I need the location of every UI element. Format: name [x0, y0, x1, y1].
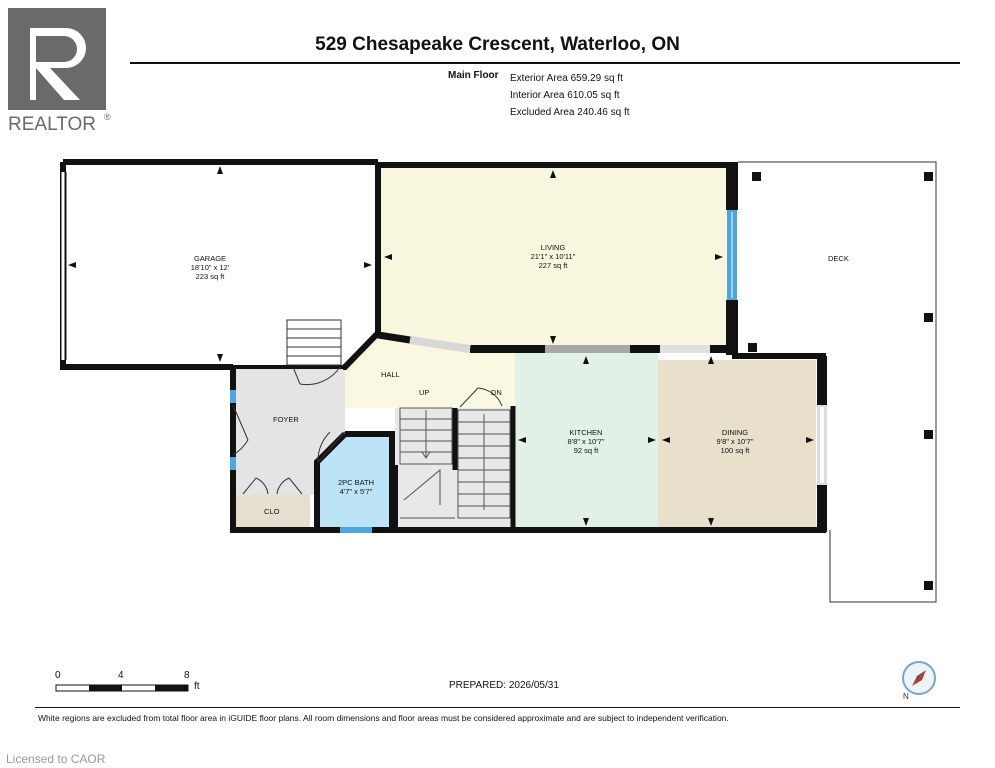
room-closet: CLO: [264, 507, 280, 516]
license-watermark: Licensed to CAOR: [6, 752, 106, 766]
room-living: LIVING 21'1" x 10'11" 227 sq ft: [493, 243, 613, 270]
room-name: 2PC BATH: [337, 478, 375, 487]
deck-post: [924, 313, 933, 322]
room-dining: DINING 9'8" x 10'7" 100 sq ft: [675, 428, 795, 455]
deck-post: [924, 172, 933, 181]
title-divider: [130, 62, 960, 64]
registered-mark: ®: [104, 112, 111, 122]
scale-bar: [55, 684, 189, 692]
room-name: KITCHEN: [569, 428, 603, 437]
compass-north-label: N: [903, 692, 909, 700]
page-title: 529 Chesapeake Crescent, Waterloo, ON: [315, 34, 680, 55]
room-bath: 2PC BATH 4'7" x 5'7": [296, 478, 416, 496]
room-area: 227 sq ft: [538, 261, 568, 270]
deck-post: [752, 172, 761, 181]
interior-area: Interior Area 610.05 sq ft: [510, 90, 620, 101]
excluded-area: Excluded Area 240.46 sq ft: [510, 107, 630, 118]
scale-tick-4: 4: [118, 670, 124, 681]
compass-icon: N: [902, 661, 936, 700]
footer-divider: [35, 707, 960, 708]
room-dimensions: 21'1" x 10'11": [530, 252, 576, 261]
room-kitchen: KITCHEN 8'8" x 10'7" 92 sq ft: [526, 428, 646, 455]
room-foyer: FOYER: [273, 415, 299, 424]
room-dimensions: 8'8" x 10'7": [567, 437, 605, 446]
deck-outline: [738, 161, 937, 603]
scale-unit: ft: [194, 681, 200, 692]
exterior-area: Exterior Area 659.29 sq ft: [510, 73, 623, 84]
prepared-date: PREPARED: 2026/05/31: [449, 680, 559, 691]
scale-tick-0: 0: [55, 670, 61, 681]
kitchen-fill: [515, 350, 658, 528]
disclaimer-text: White regions are excluded from total fl…: [38, 713, 729, 723]
room-garage: GARAGE 18'10" x 12' 223 sq ft: [150, 254, 270, 281]
room-hall: HALL: [381, 370, 400, 379]
room-dimensions: 9'8" x 10'7": [716, 437, 754, 446]
floor-name: Main Floor: [448, 70, 499, 81]
living-hall-opening: [409, 336, 471, 353]
room-area: 100 sq ft: [720, 446, 750, 455]
realtor-wordmark: REALTOR: [8, 114, 96, 131]
garage-steps: [286, 319, 342, 366]
deck-post: [748, 343, 757, 352]
stair-up-label: UP: [419, 388, 430, 397]
hall-fill: [345, 335, 515, 432]
closet-fill: [233, 495, 310, 530]
deck-post: [924, 581, 933, 590]
bath-fill: [317, 435, 392, 530]
stair-treads: [399, 407, 511, 519]
room-deck: DECK: [828, 254, 849, 263]
room-dimensions: 4'7" x 5'7": [339, 487, 373, 496]
room-name: DINING: [721, 428, 749, 437]
room-area: 223 sq ft: [195, 272, 225, 281]
realtor-logo: REALTOR ®: [6, 6, 116, 135]
dining-fill: [658, 360, 816, 528]
garage-walls: [60, 159, 381, 370]
stair-down-label: DN: [491, 388, 502, 397]
room-name: LIVING: [540, 243, 566, 252]
scale-tick-8: 8: [184, 670, 190, 681]
doors: [232, 366, 503, 495]
main-walls: [230, 162, 827, 533]
deck-post: [924, 430, 933, 439]
dimension-markers: [68, 166, 814, 526]
room-name: GARAGE: [193, 254, 227, 263]
room-dimensions: 18'10" x 12': [190, 263, 230, 272]
living-room-fill: [380, 165, 730, 348]
room-area: 92 sq ft: [573, 446, 599, 455]
